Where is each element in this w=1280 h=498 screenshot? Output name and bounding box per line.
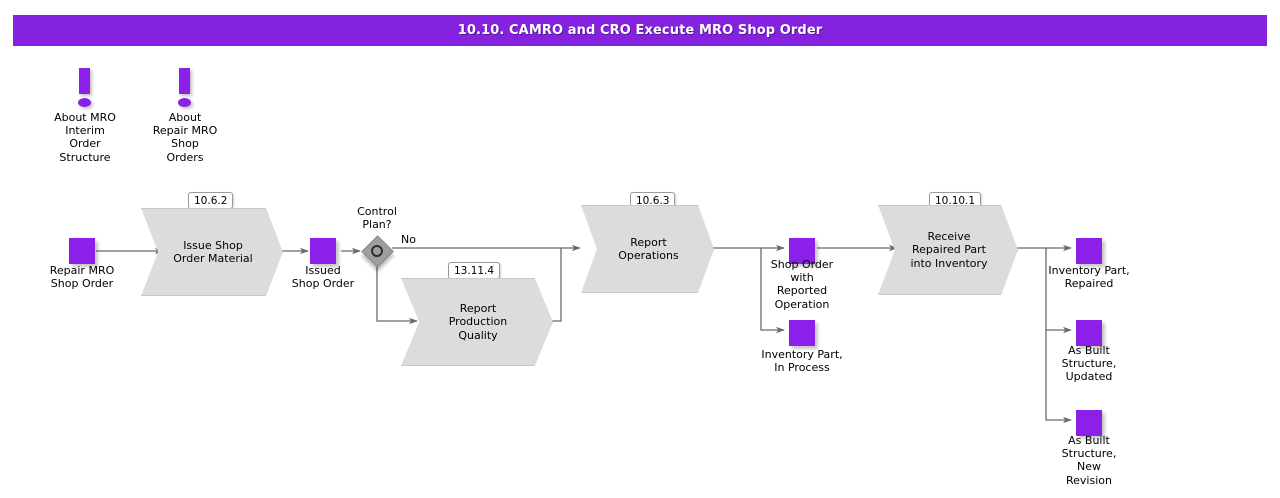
object-label: As Built Structure, Updated [1061, 344, 1117, 384]
object-label: Shop Order with Reported Operation [770, 258, 834, 311]
object-label: Inventory Part, In Process [761, 348, 843, 375]
page-title: 10.10. CAMRO and CRO Execute MRO Shop Or… [457, 23, 823, 38]
exclamation-icon [179, 68, 190, 94]
object-icon[interactable] [69, 238, 95, 264]
object-icon[interactable] [310, 238, 336, 264]
object-icon[interactable] [1076, 410, 1102, 436]
object-icon[interactable] [1076, 320, 1102, 346]
process-label: Issue Shop Order Material [173, 238, 253, 266]
object-label: Issued Shop Order [291, 264, 355, 291]
object-label: Repair MRO Shop Order [49, 264, 115, 291]
decision-label-control-plan: Control Plan? [357, 205, 397, 232]
exclamation-dot-icon [78, 98, 91, 107]
annotation-label: About Repair MRO Shop Orders [152, 111, 218, 164]
process-label: Receive Repaired Part into Inventory [910, 229, 988, 270]
process-receive-repaired-part-into-inventory[interactable]: Receive Repaired Part into Inventory [878, 205, 1018, 295]
annotation-label: About MRO Interim Order Structure [54, 111, 116, 164]
object-label: As Built Structure, New Revision [1061, 434, 1117, 487]
process-tag-10-6-2[interactable]: 10.6.2 [188, 192, 234, 209]
process-report-operations[interactable]: Report Operations [581, 205, 714, 293]
object-label: Inventory Part, Repaired [1048, 264, 1130, 291]
page-title-bar: 10.10. CAMRO and CRO Execute MRO Shop Or… [13, 15, 1267, 46]
process-label: Report Operations [618, 235, 679, 263]
edge-label-no: No [401, 233, 416, 246]
decision-ring-icon [371, 245, 383, 257]
object-icon[interactable] [789, 320, 815, 346]
process-report-production-quality[interactable]: Report Production Quality [401, 278, 553, 366]
decision-control-plan[interactable] [361, 235, 395, 269]
object-icon[interactable] [789, 238, 815, 264]
object-icon[interactable] [1076, 238, 1102, 264]
process-label: Report Production Quality [448, 301, 508, 342]
exclamation-icon [79, 68, 90, 94]
process-issue-shop-order-material[interactable]: Issue Shop Order Material [141, 208, 283, 296]
process-tag-13-11-4[interactable]: 13.11.4 [448, 262, 501, 279]
exclamation-dot-icon [178, 98, 191, 107]
